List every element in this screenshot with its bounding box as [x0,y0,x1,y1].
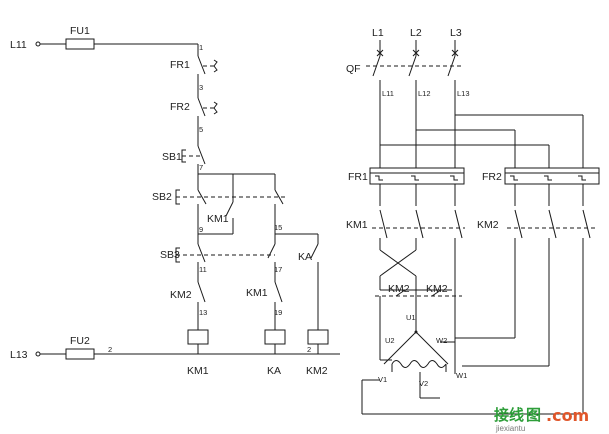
fr1-power-label: FR1 [348,171,368,183]
terminal-u1: U1 [406,313,416,322]
km1-main-3 [454,209,463,239]
km2-main-3 [582,209,591,239]
ka-coil [264,329,286,345]
sb2-contact-a [197,189,207,205]
svg-text:9: 9 [199,225,203,234]
l11-terminal [35,41,41,47]
power-circuit: L1 L2 L3 QF L11 L12 L13 FR1 FR2 [346,27,600,415]
fr2-relay [504,167,600,185]
l13-terminal [35,351,41,357]
svg-text:3: 3 [199,83,203,92]
svg-text:L12: L12 [418,89,431,98]
km1-interlock-contact [274,281,283,303]
svg-text:2: 2 [307,345,311,354]
phase-l2: L2 [410,27,422,39]
sb2-contact-b [274,189,284,205]
l13-label: L13 [10,349,28,361]
terminal-w2: W2 [436,336,447,345]
watermark-cn-b: 图 [526,406,541,424]
terminal-w1: W1 [456,371,467,380]
sb3-label: SB3 [160,249,180,261]
svg-text:1: 1 [199,43,203,52]
svg-text:L13: L13 [457,89,470,98]
fr2-contact [197,97,206,117]
km2-aux-label-b: KM2 [426,283,448,295]
km2-main-2 [548,209,557,239]
terminal-u2: U2 [385,336,395,345]
coil-label-ka: KA [267,365,281,377]
fu1-label: FU1 [70,25,90,37]
motor-windings [383,322,449,372]
sb1-label: SB1 [162,151,182,163]
km2-main-1 [514,209,523,239]
km1-main-2 [415,209,424,239]
fr1-label: FR1 [170,59,190,71]
fu2-fuse [65,348,95,360]
km1-coil [187,329,209,345]
sb2-label: SB2 [152,191,172,203]
coil-label-km1: KM1 [187,365,209,377]
km2-interlock-contact [197,281,206,303]
km2-int-label: KM2 [170,289,192,301]
sb3-contact-b [267,243,276,259]
ka-contact [310,243,319,259]
svg-text:11: 11 [199,265,207,274]
fu2-label: FU2 [70,335,90,347]
fu1-fuse [65,38,95,50]
svg-text:15: 15 [274,223,282,232]
fr1-relay [369,167,465,185]
ka-label: KA [298,251,312,263]
fr1-contact [197,55,206,75]
km2-coil [307,329,329,345]
phase-l1: L1 [372,27,384,39]
km1-hold-contact [225,201,234,217]
l11-label: L11 [10,39,27,51]
svg-text:17: 17 [274,265,282,274]
sb3-contact-a [197,243,206,263]
phase-l3: L3 [450,27,462,39]
svg-text:13: 13 [199,308,207,317]
qf-label: QF [346,63,361,75]
watermark-en: .com [546,406,589,425]
km2-power-label: KM2 [477,219,499,231]
km1-power-label: KM1 [346,219,368,231]
fr2-label: FR2 [170,101,190,113]
svg-text:7: 7 [199,163,203,172]
km1-hold-label: KM1 [207,213,229,225]
watermark: 接线 图 .com jiexiantu [494,406,589,433]
control-circuit: L11 FU1 1 FR1 3 FR2 5 SB1 7 [10,25,340,377]
km1-int-label: KM1 [246,287,268,299]
svg-text:L11: L11 [382,89,394,98]
watermark-sub: jiexiantu [495,424,525,433]
sb1-contact [197,145,206,165]
fr2-power-label: FR2 [482,171,502,183]
qf-pole-2 [408,55,417,77]
svg-text:2: 2 [108,345,112,354]
terminal-v1: V1 [378,375,387,384]
svg-text:19: 19 [274,308,282,317]
terminal-v2: V2 [419,379,428,388]
km2-aux-label-a: KM2 [388,283,410,295]
coil-label-km2: KM2 [306,365,328,377]
watermark-cn-a: 接线 [494,406,524,424]
km1-main-1 [379,209,388,239]
svg-text:5: 5 [199,125,203,134]
